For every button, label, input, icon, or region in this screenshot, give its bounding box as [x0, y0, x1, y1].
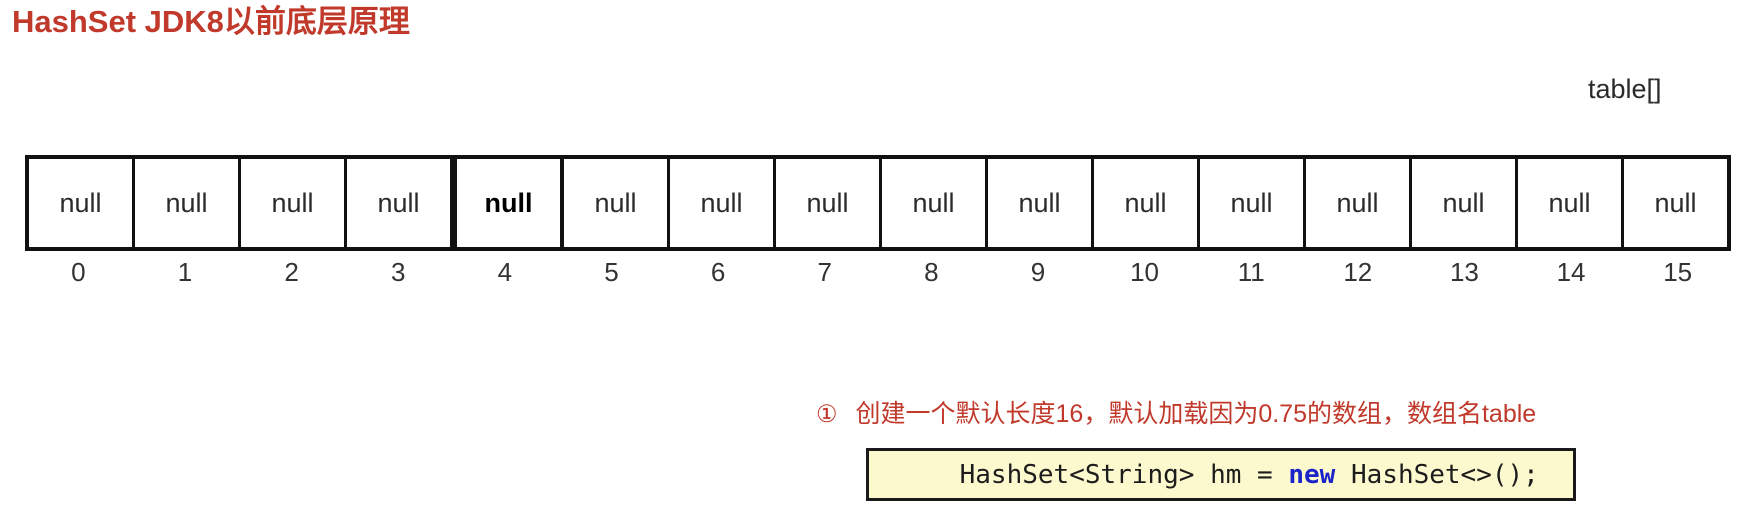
- code-snippet-line: HashSet<String> hm = new HashSet<>();: [897, 430, 1539, 520]
- array-cell: null: [1306, 159, 1412, 247]
- array-cell: null: [882, 159, 988, 247]
- code-snippet-box: HashSet<String> hm = new HashSet<>();: [866, 448, 1576, 501]
- array-cell: null: [1200, 159, 1306, 247]
- code-prefix: HashSet<String> hm =: [959, 459, 1289, 490]
- code-suffix: HashSet<>();: [1335, 459, 1539, 490]
- array-index-label: 10: [1130, 257, 1160, 287]
- array-cell: null: [135, 159, 241, 247]
- array-index-label: 11: [1237, 257, 1265, 287]
- array-index-label: 5: [604, 257, 619, 287]
- array-index-label: 8: [924, 257, 939, 287]
- page-title: HashSet JDK8以前底层原理: [12, 4, 410, 39]
- annotation-step-1: ① 创建一个默认长度16，默认加载因为0.75的数组，数组名table: [816, 394, 1536, 430]
- array-cell: null: [564, 159, 670, 247]
- array-cell: null: [670, 159, 776, 247]
- array-cell: null: [453, 159, 564, 247]
- array-index-label: 0: [71, 257, 86, 287]
- array-cell: null: [776, 159, 882, 247]
- array-index-label: 15: [1663, 257, 1693, 287]
- code-keyword-new: new: [1288, 459, 1336, 490]
- array-index-label: 1: [177, 257, 193, 287]
- array-index-label: 12: [1343, 257, 1373, 287]
- annotation-text: 创建一个默认长度16，默认加载因为0.75的数组，数组名table: [855, 400, 1537, 428]
- array-cell: null: [1624, 159, 1727, 247]
- array-cell: null: [29, 159, 135, 247]
- array-caption-label: table[]: [1588, 74, 1662, 104]
- array-index-label: 2: [284, 257, 299, 287]
- array-cell: null: [241, 159, 347, 247]
- array-cell: null: [988, 159, 1094, 247]
- circled-number-one-icon: ①: [816, 401, 838, 428]
- array-index-label: 13: [1449, 257, 1479, 287]
- array-index-label: 6: [710, 257, 726, 287]
- array-cell: null: [1518, 159, 1624, 247]
- array-index-label: 14: [1556, 257, 1586, 287]
- array-cell: null: [1412, 159, 1518, 247]
- array-cell: null: [347, 159, 453, 247]
- array-index-label: 3: [390, 257, 406, 287]
- array-index-label: 9: [1030, 257, 1046, 287]
- array-index-label: 4: [497, 257, 513, 287]
- array-cell: null: [1094, 159, 1200, 247]
- array-index-label: 7: [817, 257, 832, 287]
